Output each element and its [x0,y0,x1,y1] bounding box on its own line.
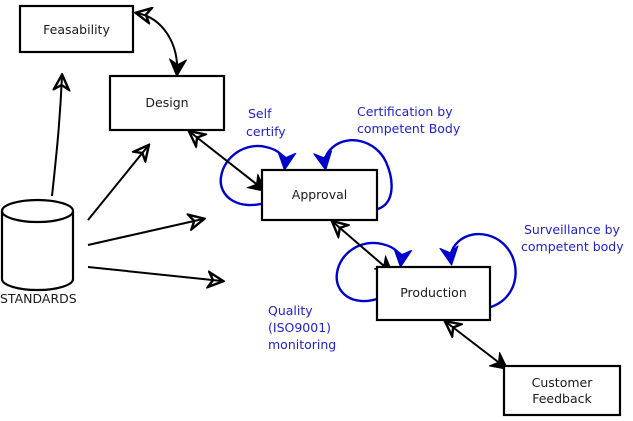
annotation-surveillance-line2: competent body [521,239,624,254]
annotation-surveillance-line1: Surveillance by [524,222,621,237]
connection-standards-to-feasability [51,76,62,197]
annotation-quality-line3: monitoring [268,337,336,352]
connection-design-to-feasability [137,13,177,74]
node-standards-label: STANDARDS [0,291,77,306]
node-production-label: Production [400,285,467,300]
node-customer-feedback-label-line1: Customer [532,375,594,390]
connection-standards-to-production [87,266,222,281]
connection-approval-to-design [190,132,264,190]
node-production[interactable]: Production [375,265,492,322]
node-customer-feedback[interactable]: Customer Feedback [502,364,622,417]
annotation-quality-line2: (ISO9001) [268,320,331,335]
annotation-surveillance-by-competent-body: Surveillance by competent body [521,222,624,254]
annotation-self-certify-line1: Self [248,106,272,121]
node-design[interactable]: Design [108,74,226,132]
annotation-quality-line1: Quality [268,303,313,318]
annotation-certification-line2: competent Body [357,121,461,136]
node-feasability[interactable]: Feasability [18,4,135,54]
node-approval[interactable]: Approval [260,168,379,222]
annotation-self-certify-line2: certify [246,124,286,139]
annotation-quality-iso9001-monitoring: Quality (ISO9001) monitoring [268,303,336,352]
node-feasability-label: Feasability [43,22,110,37]
annotation-certification-by-competent-body: Certification by competent Body [357,104,461,136]
node-customer-feedback-label-line2: Feedback [532,391,592,406]
production-surveillance-loop [451,232,517,310]
approval-certification-loop [325,139,393,212]
node-standards[interactable]: STANDARDS [0,198,77,306]
annotation-self-certify: Self certify [246,106,286,139]
connection-production-to-customer-feedback [446,322,506,368]
node-approval-label: Approval [292,187,347,202]
connection-approval-to-production [333,222,391,272]
annotation-certification-line1: Certification by [357,104,453,119]
connection-standards-to-approval [87,219,203,246]
connection-standards-to-design [87,146,148,221]
node-design-label: Design [145,95,188,110]
